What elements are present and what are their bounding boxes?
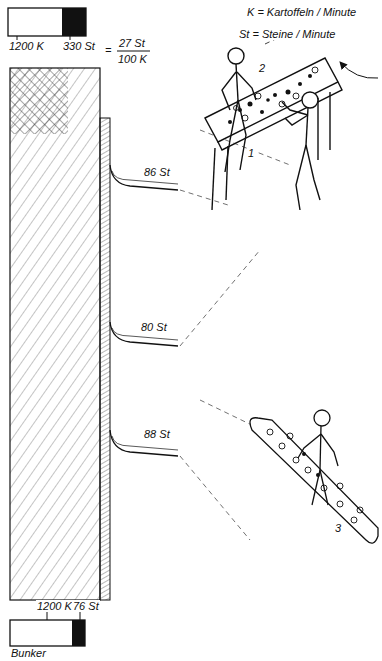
- equals-sign: =: [104, 44, 112, 56]
- fraction-denominator: 100 K: [117, 53, 148, 65]
- legend-text: K = Kartoffeln / Minute: [246, 6, 357, 18]
- callout-number: 3: [334, 522, 342, 534]
- feed-arrow: [340, 62, 378, 78]
- flow-label: 1200 K: [36, 600, 73, 612]
- chutes: [110, 165, 178, 456]
- flow-label: 330 St: [62, 40, 96, 52]
- conveyor-column: [10, 68, 110, 600]
- flow-label: 76 St: [72, 600, 100, 612]
- callout-number: 2: [258, 62, 266, 74]
- flow-label: 1200 K: [8, 40, 45, 52]
- bunker-bar: [10, 612, 85, 646]
- sorting-table: [205, 30, 342, 210]
- stone-count: 88 St: [143, 428, 171, 440]
- stone-count: 80 St: [140, 321, 168, 333]
- callout-number: 1: [247, 147, 255, 159]
- stone-count: 86 St: [143, 166, 171, 178]
- leader-lines: [180, 130, 290, 540]
- caption-label: Bunker: [10, 647, 47, 659]
- fraction-numerator: 27 St: [118, 37, 146, 49]
- final-conveyor: [250, 410, 378, 543]
- legend-text: St = Steine / Minute: [238, 28, 336, 40]
